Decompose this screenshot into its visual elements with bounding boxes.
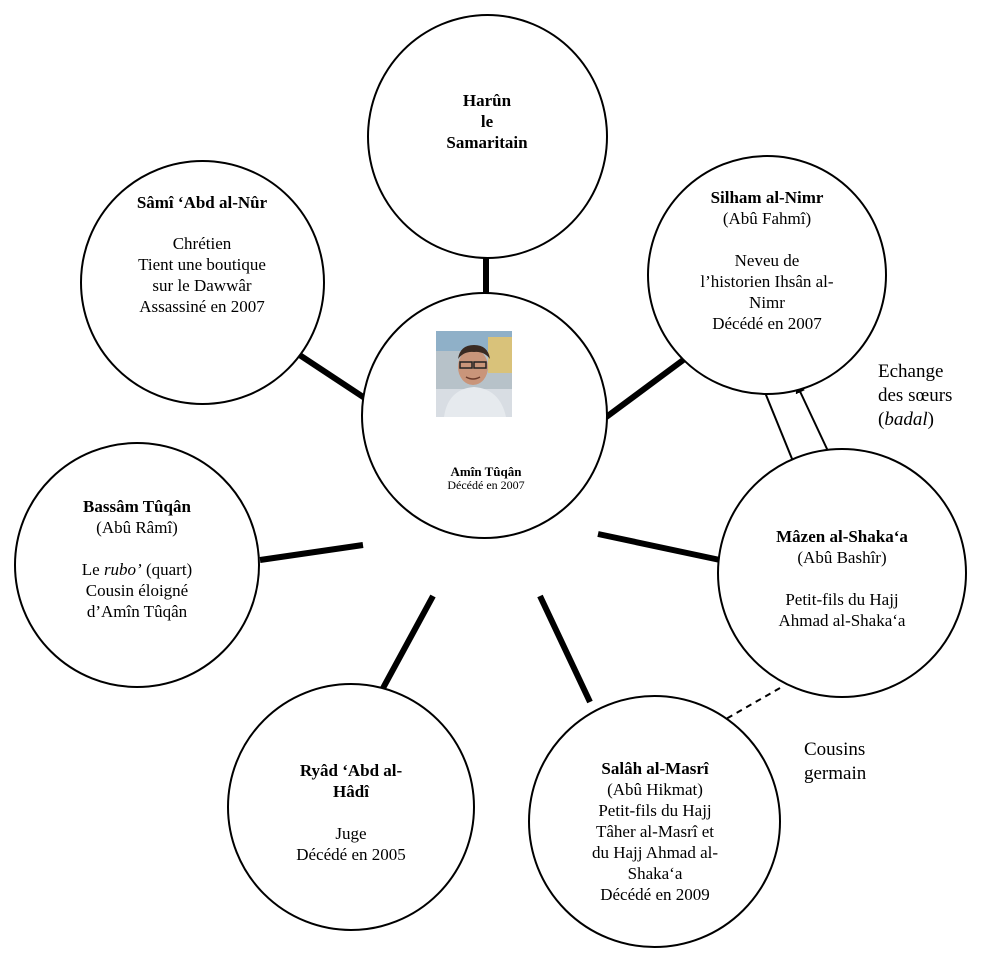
node-bassam (14, 442, 260, 688)
mazen-name: Mâzen al-Shaka‘a (776, 527, 908, 546)
ryad-line-1: Juge (335, 824, 367, 843)
cousins-label-line-2: germain (804, 763, 867, 784)
node-ryad (227, 683, 475, 931)
ryad-name-line-1: Ryâd ‘Abd al- (299, 761, 403, 780)
bassam-line-1-suffix: (quart) (141, 560, 193, 579)
portrait-photo (436, 331, 512, 417)
node-ryad-text: Ryâd ‘Abd al- Hâdî Juge Décédé en 2005 (246, 760, 456, 865)
spoke-salah (537, 594, 593, 704)
center-name: Amîn Tûqân (450, 464, 522, 479)
node-sami (80, 160, 325, 405)
exchange-label: Echange des sœurs (badal) (878, 360, 984, 432)
spoke-mazen (597, 531, 721, 563)
salah-line-3: du Hajj Ahmad al- (591, 843, 719, 862)
bassam-line-3: d’Amîn Tûqân (86, 602, 188, 621)
bassam-line-1-prefix: Le (81, 560, 104, 579)
bassam-line-2: Cousin éloigné (85, 581, 189, 600)
exchange-badal: badal (884, 409, 928, 430)
silham-line-3: Nimr (749, 293, 785, 312)
node-salah (528, 695, 781, 948)
salah-line-2: Tâher al-Masrî et (596, 822, 714, 841)
spoke-bassam (259, 542, 364, 563)
silham-line-1: Neveu de (734, 251, 800, 270)
mazen-kunya: (Abû Bashîr) (797, 548, 887, 567)
node-mazen-text: Mâzen al-Shaka‘a (Abû Bashîr) Petit-fils… (732, 526, 952, 631)
silham-name: Silham al-Nimr (710, 188, 824, 207)
node-sami-text: Sâmî ‘Abd al-Nûr Chrétien Tient une bout… (97, 192, 307, 317)
bassam-line-1: Le rubo’ (quart) (32, 559, 242, 580)
sami-line-2: Tient une boutique (138, 255, 266, 274)
exchange-paren-open: ( (878, 409, 885, 430)
bassam-name: Bassâm Tûqân (83, 497, 191, 516)
ryad-line-2: Décédé en 2005 (296, 845, 406, 864)
cousins-label-line-1: Cousins (804, 739, 866, 760)
harun-name-line-2: le (480, 112, 494, 131)
exchange-label-line-3: (badal) (878, 408, 984, 432)
silham-line-2: l’historien Ihsân al- (700, 272, 834, 291)
ryad-name-line-2: Hâdî (333, 782, 369, 801)
bassam-line-1-italic: rubo’ (103, 560, 142, 579)
sami-name: Sâmî ‘Abd al-Nûr (136, 193, 268, 212)
salah-name: Salâh al-Masrî (601, 759, 709, 778)
silham-kunya: (Abû Fahmî) (722, 209, 812, 228)
exchange-label-line-2: des sœurs (878, 385, 953, 406)
harun-name-line-1: Harûn (462, 91, 512, 110)
center-subtitle: Décédé en 2007 (447, 478, 525, 492)
node-harun (367, 14, 608, 259)
silham-line-4: Décédé en 2007 (712, 314, 822, 333)
spoke-ryad (379, 594, 436, 692)
node-harun-text: Harûn le Samaritain (387, 90, 587, 153)
salah-line-1: Petit-fils du Hajj (598, 801, 712, 820)
sami-line-4: Assassiné en 2007 (139, 297, 265, 316)
bassam-kunya: (Abû Râmî) (96, 518, 178, 537)
sami-line-3: sur le Dawwâr (152, 276, 252, 295)
node-salah-text: Salâh al-Masrî (Abû Hikmat) Petit-fils d… (545, 758, 765, 905)
exchange-label-line-1: Echange (878, 361, 944, 382)
mazen-line-1: Petit-fils du Hajj (785, 590, 899, 609)
node-silham-text: Silham al-Nimr (Abû Fahmî) Neveu de l’hi… (657, 187, 877, 334)
cousins-label: Cousins germain (804, 738, 904, 786)
sami-line-1: Chrétien (172, 234, 232, 253)
salah-line-4: Shaka‘a (627, 864, 683, 883)
harun-name-line-3: Samaritain (446, 133, 528, 152)
node-silham (647, 155, 887, 395)
salah-kunya: (Abû Hikmat) (607, 780, 703, 799)
node-mazen (717, 448, 967, 698)
mazen-line-2: Ahmad al-Shaka‘a (778, 611, 906, 630)
exchange-paren-close: ) (927, 409, 934, 430)
salah-line-5: Décédé en 2009 (600, 885, 710, 904)
node-bassam-text: Bassâm Tûqân (Abû Râmî) Le rubo’ (quart)… (32, 496, 242, 622)
